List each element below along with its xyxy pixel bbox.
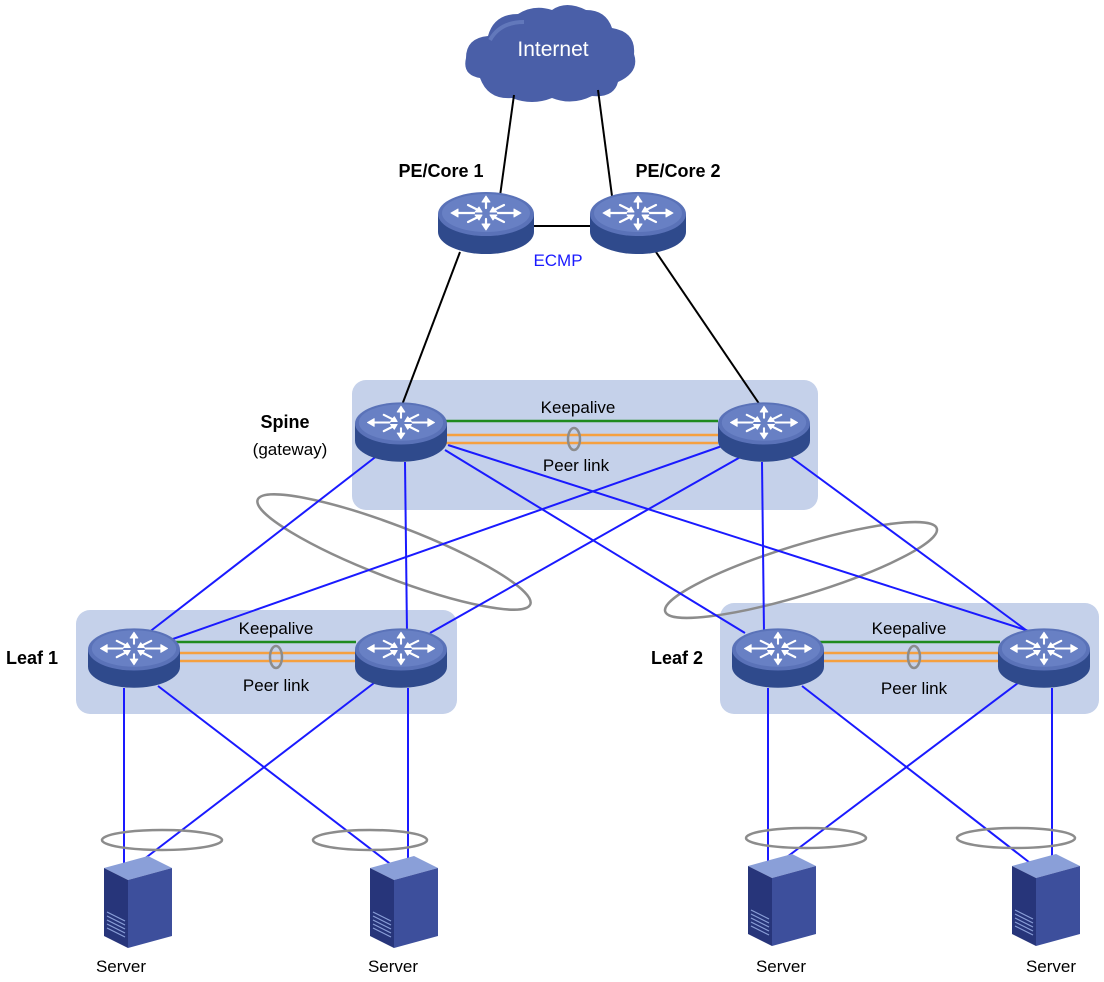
server4-icon <box>1011 853 1081 946</box>
spine1-switch-icon <box>355 402 447 463</box>
leaf2-group-box <box>720 603 1099 714</box>
core2-switch-icon <box>590 192 686 256</box>
internet-cloud: Internet <box>465 5 636 102</box>
leaf1-peer-links <box>170 640 356 670</box>
aggregation-ellipses <box>256 493 939 620</box>
server1-label: Server <box>96 957 146 976</box>
spine-peer-links <box>442 419 718 452</box>
server-aggregation-ellipses <box>100 826 1077 852</box>
blue-links <box>123 444 1053 867</box>
core-links <box>401 89 761 406</box>
leaf2a-switch-icon <box>732 628 824 689</box>
spine-group-box <box>352 380 818 510</box>
leaf2b-switch-icon <box>998 628 1090 689</box>
leaf2-peerlink-label: Peer link <box>881 679 948 698</box>
core1-switch-icon <box>438 192 534 256</box>
leaf2-peer-links <box>814 640 1000 670</box>
ecmp-label: ECMP <box>533 251 582 270</box>
server1-icon <box>103 855 173 948</box>
leaf2-title: Leaf 2 <box>651 648 703 668</box>
spine-subtitle: (gateway) <box>253 440 328 459</box>
server3-label: Server <box>756 957 806 976</box>
spine-title: Spine <box>260 412 309 432</box>
core1-label: PE/Core 1 <box>398 161 483 181</box>
leaf1-keepalive-label: Keepalive <box>239 619 314 638</box>
core2-label: PE/Core 2 <box>635 161 720 181</box>
internet-label: Internet <box>517 38 588 61</box>
leaf1-title: Leaf 1 <box>6 648 58 668</box>
leaf1a-switch-icon <box>88 628 180 689</box>
leaf1b-switch-icon <box>355 628 447 689</box>
server4-label: Server <box>1026 957 1076 976</box>
spine-keepalive-label: Keepalive <box>541 398 616 417</box>
spine-peerlink-label: Peer link <box>543 456 610 475</box>
leaf1-peerlink-label: Peer link <box>243 676 310 695</box>
server2-label: Server <box>368 957 418 976</box>
leaf2-keepalive-label: Keepalive <box>872 619 947 638</box>
server2-icon <box>369 855 439 948</box>
server3-icon <box>747 853 817 946</box>
spine2-switch-icon <box>718 402 810 463</box>
